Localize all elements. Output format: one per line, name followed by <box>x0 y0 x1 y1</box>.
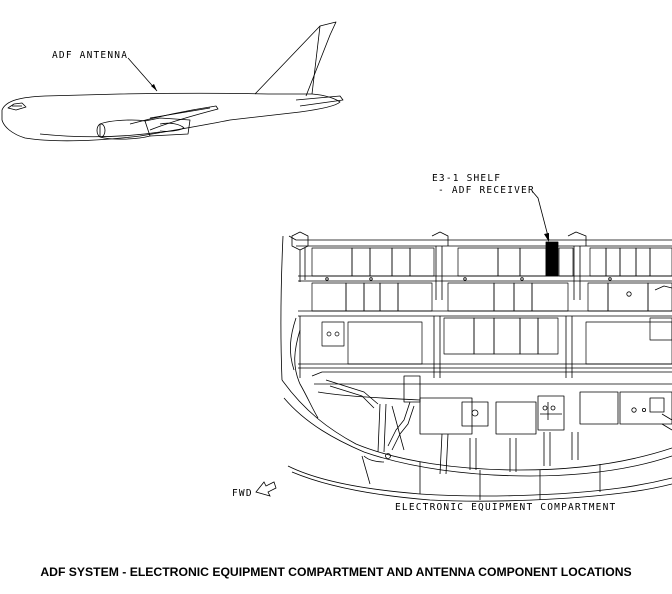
fwd-label: FWD <box>232 488 253 499</box>
equipment-rack <box>281 232 672 501</box>
shelf-leader <box>532 191 549 242</box>
fwd-arrow-icon <box>256 482 276 496</box>
compartment-label: ELECTRONIC EQUIPMENT COMPARTMENT <box>395 502 617 513</box>
adf-antenna-leader <box>128 58 157 91</box>
adf-receiver-label: - ADF RECEIVER <box>438 185 535 196</box>
adf-receiver-highlight <box>546 242 558 276</box>
airplane-illustration <box>2 22 343 141</box>
adf-antenna-label: ADF ANTENNA <box>52 50 129 61</box>
figure-caption: ADF SYSTEM - ELECTRONIC EQUIPMENT COMPAR… <box>40 565 632 579</box>
e3-1-shelf-label: E3-1 SHELF <box>432 173 502 184</box>
